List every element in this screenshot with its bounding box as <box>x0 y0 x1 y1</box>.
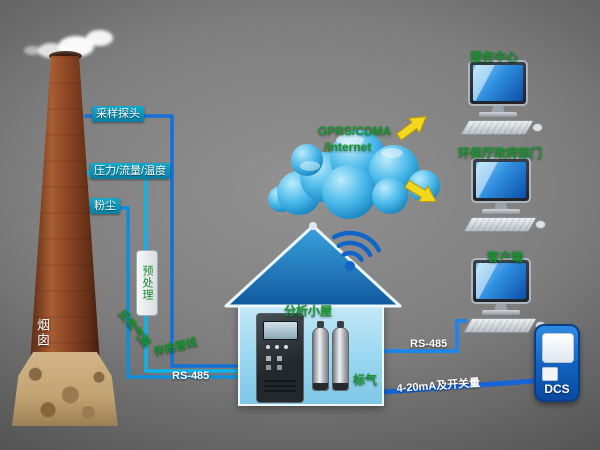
monitor-stand <box>491 106 505 113</box>
screen <box>473 65 523 101</box>
pretreatment-label: 预处理 <box>141 265 153 301</box>
analyzer-screen <box>263 321 298 340</box>
analyzer-vents <box>264 380 296 394</box>
rs485-left-label: RS-485 <box>172 370 210 382</box>
dcs-drawer <box>542 367 558 381</box>
yellow-arrow-up-icon <box>395 115 427 141</box>
monitor-base <box>482 209 520 214</box>
analyzer-indicator-lights <box>266 356 271 361</box>
chimney-base <box>12 352 118 426</box>
monitor-stand <box>494 304 508 311</box>
mouse-icon <box>535 220 546 229</box>
monitor-icon <box>468 60 528 106</box>
gas-cylinder <box>332 321 349 391</box>
house-label: 分析小屋 <box>284 304 333 318</box>
sensor-lines <box>84 114 242 379</box>
yellow-arrow-down-icon <box>404 179 437 203</box>
screen <box>476 263 526 299</box>
dcs-door <box>542 333 574 363</box>
keyboard-icon <box>462 318 538 333</box>
analyzer-buttons <box>266 345 270 349</box>
pretreatment-unit: 预处理 <box>136 250 158 316</box>
mouse-icon <box>532 123 543 132</box>
computer-station-client <box>461 258 546 338</box>
calibration-gas-label: 标气 <box>353 373 378 387</box>
analog-io-line <box>383 378 535 395</box>
keyboard-icon <box>459 120 535 135</box>
station-label-client: 客户端 <box>487 250 524 264</box>
screen <box>476 162 526 198</box>
rs485-line-right <box>384 319 467 353</box>
gas-cylinder <box>312 321 329 391</box>
gprs-label-line1: GPRS/CDMA <box>318 124 392 138</box>
dcs-unit: DCS <box>534 324 580 402</box>
dcs-label: DCS <box>544 382 570 396</box>
computer-station-service-center <box>458 60 543 140</box>
sensor-tag-pressure-flow-temp: 压力/流量/温度 <box>90 163 171 179</box>
rs485-right-label: RS-485 <box>410 338 448 350</box>
monitor-base <box>479 112 517 117</box>
keyboard-icon <box>462 217 538 232</box>
monitor-icon <box>471 157 531 203</box>
chimney-label: 烟囱 <box>35 318 50 348</box>
analyzer-cabinet <box>256 313 304 403</box>
computer-station-epa <box>461 157 546 237</box>
station-label-epa: 环保厅政府部门 <box>458 146 543 160</box>
gprs-label-line2: /Internet <box>324 140 372 154</box>
monitor-stand <box>494 203 508 210</box>
chimney-smoke <box>24 26 122 66</box>
monitor-base <box>482 310 520 315</box>
station-label-service-center: 服务中心 <box>470 50 519 64</box>
sensor-tag-probe: 采样探头 <box>92 106 144 122</box>
monitor-icon <box>471 258 531 304</box>
sensor-tag-dust: 粉尘 <box>90 198 120 214</box>
